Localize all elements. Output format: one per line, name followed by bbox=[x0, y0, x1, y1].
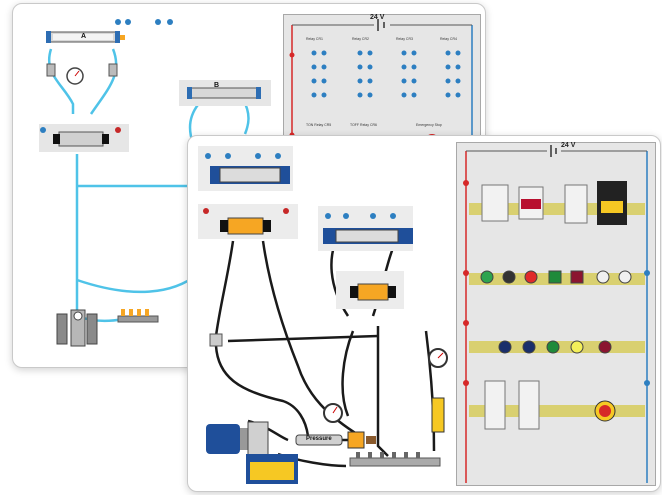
pressure-regulator[interactable] bbox=[295, 403, 343, 446]
cylinder-a-sensors[interactable] bbox=[115, 19, 173, 25]
relay-modules[interactable] bbox=[481, 181, 627, 225]
tee-fitting bbox=[209, 333, 223, 347]
timer-label-ton: TON Relay CR5 bbox=[306, 123, 332, 127]
relay-label-cr2: Relay CR2 bbox=[352, 37, 369, 41]
emergency-stop-icon[interactable] bbox=[594, 400, 616, 422]
front-cylinder-a[interactable] bbox=[198, 146, 293, 191]
front-electrical-panel: 24 V bbox=[456, 142, 656, 486]
back-frl-unit[interactable] bbox=[56, 309, 98, 347]
front-manifold[interactable] bbox=[349, 452, 441, 467]
relay-label-cr4: Relay CR4 bbox=[440, 37, 457, 41]
relay-label-cr3: Relay CR3 bbox=[396, 37, 413, 41]
timer-relays[interactable] bbox=[484, 380, 540, 430]
front-valve-a[interactable] bbox=[198, 204, 298, 239]
hydraulic-tank[interactable] bbox=[246, 454, 298, 484]
indicator-lights-row-1[interactable] bbox=[480, 270, 632, 284]
front-pressure-gauge-right bbox=[428, 348, 448, 433]
indicator-lights-row-2[interactable] bbox=[498, 340, 612, 354]
back-manifold[interactable] bbox=[117, 309, 159, 323]
timer-label-toff: TOFF Relay CR6 bbox=[350, 123, 377, 127]
flow-control-right[interactable] bbox=[108, 63, 118, 77]
cylinder-a-label: A bbox=[81, 33, 87, 40]
motor-pump[interactable] bbox=[206, 421, 269, 457]
estop-label: Emergency Stop bbox=[416, 123, 442, 127]
back-valve-a[interactable] bbox=[39, 124, 129, 152]
front-pneumatic-diagram bbox=[198, 146, 448, 484]
front-ladder-diagram bbox=[463, 145, 650, 483]
manual-valve[interactable] bbox=[347, 431, 376, 449]
cylinder-a[interactable] bbox=[46, 31, 125, 43]
front-cylinder-b[interactable] bbox=[318, 206, 413, 251]
front-valve-b[interactable] bbox=[336, 271, 404, 309]
relay-contact-dots[interactable] bbox=[311, 50, 461, 98]
cylinder-b[interactable] bbox=[179, 80, 271, 106]
rail-terminals bbox=[463, 180, 650, 386]
cylinder-b-label: B bbox=[214, 82, 220, 89]
front-simulation-window[interactable]: 24 V Pressure bbox=[187, 135, 661, 492]
back-supply-label: 24 V bbox=[370, 14, 385, 21]
pressure-label: Pressure bbox=[306, 436, 332, 442]
back-pressure-gauge bbox=[66, 67, 84, 85]
relay-label-cr1: Relay CR1 bbox=[306, 37, 323, 41]
flow-control-left[interactable] bbox=[46, 63, 56, 77]
front-supply-label: 24 V bbox=[561, 142, 576, 149]
